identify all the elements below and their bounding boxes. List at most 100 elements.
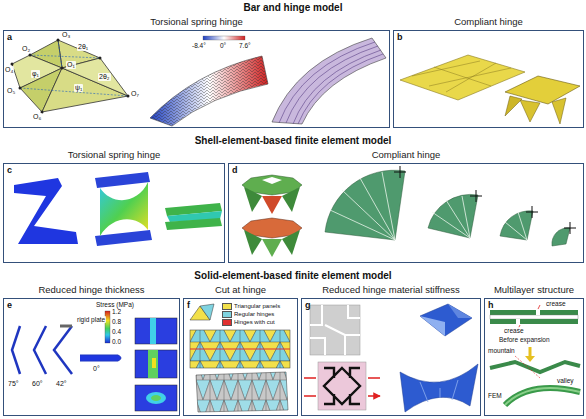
figure-label: O₃ xyxy=(61,31,71,39)
legend-row: Hinges with cut xyxy=(222,318,280,326)
figure-label: O₇ xyxy=(130,90,140,98)
figure-label: rigid plate xyxy=(76,316,106,323)
reduced-thickness-plates-part xyxy=(135,318,177,344)
stiffness-patterns-part xyxy=(420,380,458,402)
figure-label: valley xyxy=(556,377,575,384)
bar-hinge-wireframe-part xyxy=(61,67,64,70)
figure-label: O₆ xyxy=(32,113,42,121)
figure-label: 0° xyxy=(220,42,226,49)
section-heading: Bar and hinge model xyxy=(244,2,343,13)
multilayer-structure-part xyxy=(518,305,540,329)
shell-compliant-hinge-part xyxy=(428,194,478,238)
shell-compliant-hinge-part xyxy=(244,230,262,255)
reduced-thickness-plates-part xyxy=(151,395,161,401)
figure-label: 2θ₁ xyxy=(77,43,89,51)
bar-hinge-wireframe-part xyxy=(19,87,22,90)
multilayer-structure-part xyxy=(505,388,580,405)
cut-hinge-pattern-part xyxy=(190,330,290,368)
shell-compliant-hinge-part xyxy=(262,177,282,184)
figure-label: 75° xyxy=(8,380,19,388)
stiffness-patterns-part xyxy=(304,378,380,396)
figure-label: O₅ xyxy=(6,87,16,95)
legend-swatch xyxy=(222,303,232,310)
shell-compliant-hinge-part xyxy=(432,196,470,238)
multilayer-structure-part xyxy=(516,319,520,324)
cut-hinge-pattern xyxy=(190,304,290,412)
bar-hinge-wireframe-part xyxy=(20,40,128,96)
shell-spring-hinge-part xyxy=(95,230,152,246)
cut-hinge-pattern-part xyxy=(196,372,288,412)
compliant-sheet-part xyxy=(520,100,540,122)
shell-compliant-hinge-part xyxy=(505,212,527,240)
figure-label: crease xyxy=(545,300,567,307)
legend-row: Regular hinges xyxy=(222,310,280,318)
figure-label: 0.4 xyxy=(112,328,121,335)
compliant-sheet-part xyxy=(400,55,525,100)
shell-compliant-hinge-part xyxy=(282,187,300,212)
curved-crease-sheet-part xyxy=(279,42,383,124)
legend-swatch xyxy=(222,311,232,318)
reduced-thickness-plates-part xyxy=(80,355,121,361)
multilayer-structure-part xyxy=(536,310,540,315)
figure-label: 60° xyxy=(32,380,43,388)
rotation-colorbar-part xyxy=(203,36,245,40)
shell-compliant-hinge-part xyxy=(330,172,395,240)
stiffness-patterns-part xyxy=(310,305,360,355)
section-heading: Solid-element-based finite element model xyxy=(194,270,391,281)
figure-label: FEM xyxy=(487,392,503,399)
panel-letter: h xyxy=(488,300,494,310)
legend-text: Hinges with cut xyxy=(234,319,275,325)
reduced-thickness-plates-part xyxy=(146,392,166,404)
figure-label: φ₁ xyxy=(31,70,40,78)
panel-letter: f xyxy=(187,300,190,310)
figure-panel: Cut at hingefTriangular panelsRegular hi… xyxy=(183,298,298,416)
shell-spring-hinge xyxy=(14,172,222,246)
panel-title: Reduced hinge material stiffness xyxy=(302,284,480,295)
panel-title: Cut at hinge xyxy=(184,284,297,295)
figure-label: 1.2 xyxy=(112,308,121,315)
stiffness-patterns-part xyxy=(324,368,360,404)
legend: Triangular panelsRegular hingesHinges wi… xyxy=(222,302,280,326)
stiffness-patterns-part xyxy=(448,304,472,318)
shell-compliant-hinge-part xyxy=(262,196,282,214)
panel-letter: a xyxy=(7,32,12,42)
panel-letter: c xyxy=(7,165,12,175)
shell-compliant-hinge-part xyxy=(500,211,533,240)
shell-compliant-hinge-part xyxy=(325,170,405,240)
shell-spring-hinge-part xyxy=(95,172,150,188)
shell-spring-hinge-part xyxy=(165,218,222,230)
shell-compliant-hinge-part xyxy=(282,230,300,255)
multilayer-structure-part xyxy=(505,388,580,405)
figure-label: -8.4° xyxy=(192,42,206,49)
compliant-sheet-part xyxy=(412,61,511,92)
multilayer-structure-part xyxy=(490,310,578,315)
panel-title: Compliant hinge xyxy=(394,16,583,27)
figure-label: 0.0 xyxy=(112,338,121,345)
miura-sheet xyxy=(150,56,268,126)
multilayer-structure-part xyxy=(490,362,580,372)
figure-label: crease xyxy=(503,327,525,334)
section-heading: Shell-element-based finite element model xyxy=(195,135,392,146)
bar-hinge-wireframe-part xyxy=(62,58,128,96)
shell-spring-hinge-part xyxy=(100,182,148,236)
reduced-thickness-plates-part xyxy=(152,358,156,368)
panel-title: Torsional spring hinge xyxy=(4,149,224,160)
panel-title: Reduced hinge thickness xyxy=(4,284,179,295)
curved-crease-sheet xyxy=(272,38,386,124)
figure-label: Before expansion xyxy=(498,336,551,343)
miura-sheet-part xyxy=(150,56,268,126)
shell-compliant-hinge-part xyxy=(552,228,570,246)
shell-spring-hinge-part xyxy=(14,178,78,244)
reduced-thickness-plates-part xyxy=(150,318,156,344)
figure-panel: Reduced hinge material stiffnessg xyxy=(301,298,481,416)
figure-label: ψ₁ xyxy=(74,84,83,92)
reduced-thickness-plates-part xyxy=(54,326,72,374)
reduced-thickness-plates xyxy=(12,311,177,411)
stiffness-patterns-part xyxy=(400,364,478,412)
panel-letter: d xyxy=(232,165,238,175)
panel-letter: b xyxy=(397,32,403,42)
bar-hinge-wireframe-part xyxy=(57,39,60,42)
legend-swatch xyxy=(222,319,232,326)
